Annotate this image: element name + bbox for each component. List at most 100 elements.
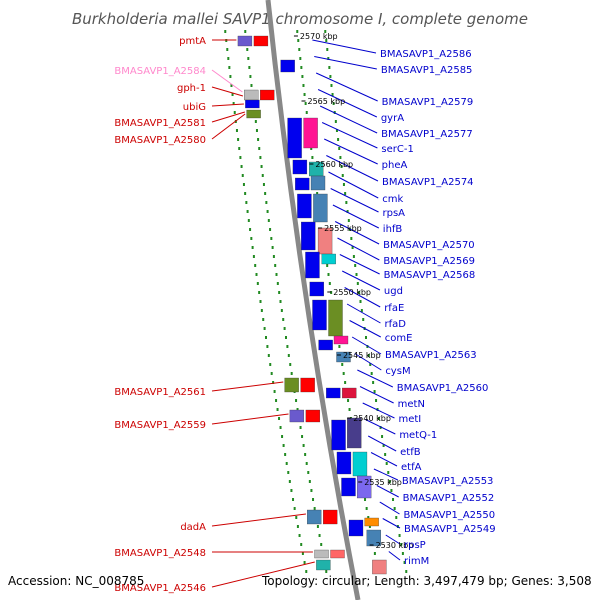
- guide-dot: [301, 435, 304, 438]
- gene-label-left[interactable]: BMASAVP1_A2559: [114, 420, 206, 431]
- gene-label-left[interactable]: BMASAVP1_A2546: [114, 583, 206, 594]
- guide-dot: [266, 345, 269, 348]
- gene-label-right[interactable]: cmk: [382, 194, 403, 205]
- gene-feature: [292, 159, 308, 175]
- guide-dot: [347, 399, 350, 402]
- guide-dot: [360, 309, 363, 312]
- gene-feature: [244, 89, 259, 101]
- guide-dot: [364, 498, 367, 501]
- gene-label-right[interactable]: BMASAVP1_A2586: [380, 49, 472, 60]
- guide-dot: [260, 165, 263, 168]
- gene-label-right[interactable]: BMASAVP1_A2552: [403, 493, 495, 504]
- gene-label-left[interactable]: BMASAVP1_A2581: [114, 118, 206, 129]
- guide-dot: [303, 561, 306, 564]
- guide-dot: [247, 57, 250, 60]
- gene-label-right[interactable]: metI: [398, 414, 421, 425]
- guide-dot: [329, 75, 332, 78]
- gene-label-right[interactable]: BMASAVP1_A2563: [385, 350, 477, 361]
- guide-dot: [347, 219, 350, 222]
- guide-dot: [328, 66, 331, 69]
- guide-dot: [355, 273, 358, 276]
- guide-dot: [267, 219, 270, 222]
- guide-dot: [281, 435, 284, 438]
- guide-dot: [239, 156, 242, 159]
- kbp-tick-label: 2555 kbp: [324, 224, 362, 233]
- guide-dot: [289, 363, 292, 366]
- gene-feature: [333, 335, 349, 345]
- guide-dot: [298, 48, 301, 51]
- gene-label-left[interactable]: BMASAVP1_A2548: [114, 548, 206, 559]
- guide-dot: [249, 75, 252, 78]
- guide-dot: [262, 318, 265, 321]
- guide-dot: [344, 381, 347, 384]
- guide-dot: [272, 255, 275, 258]
- leader-line: [211, 513, 306, 527]
- leader-line: [211, 381, 284, 392]
- guide-dot: [390, 489, 393, 492]
- gene-label-right[interactable]: BMASAVP1_A2585: [381, 65, 473, 76]
- guide-dot: [278, 417, 281, 420]
- leader-line: [211, 69, 243, 93]
- gene-label-right[interactable]: BMASAVP1_A2549: [404, 524, 496, 535]
- gene-label-right[interactable]: etfB: [400, 447, 421, 458]
- gene-label-left[interactable]: gph-1: [177, 83, 206, 94]
- gene-feature: [246, 109, 261, 119]
- gene-label-right[interactable]: rimM: [404, 556, 429, 567]
- guide-dot: [352, 255, 355, 258]
- gene-label-right[interactable]: ugd: [384, 286, 403, 297]
- gene-label-right[interactable]: BMASAVP1_A2577: [381, 129, 473, 140]
- leader-line: [376, 485, 399, 498]
- gene-label-right[interactable]: etfA: [401, 462, 422, 473]
- gene-label-right[interactable]: rfaE: [384, 303, 404, 314]
- guide-dot: [270, 237, 273, 240]
- gene-label-left[interactable]: BMASAVP1_A2580: [114, 135, 206, 146]
- gene-label-left[interactable]: pmtA: [179, 36, 206, 47]
- guide-dot: [292, 498, 295, 501]
- gene-label-right[interactable]: rpsA: [383, 208, 406, 219]
- gene-feature: [331, 419, 346, 451]
- gene-feature: [289, 409, 305, 423]
- gene-label-right[interactable]: BMASAVP1_A2579: [382, 97, 474, 108]
- gene-label-right[interactable]: metQ-1: [399, 430, 437, 441]
- gene-label-right[interactable]: serC-1: [381, 144, 413, 155]
- gene-label-left[interactable]: dadA: [180, 522, 206, 533]
- gene-label-right[interactable]: BMASAVP1_A2553: [402, 476, 494, 487]
- gene-label-right[interactable]: cysM: [385, 366, 410, 377]
- gene-label-right[interactable]: rfaD: [384, 319, 406, 330]
- leader-line: [321, 122, 378, 149]
- gene-label-right[interactable]: comE: [385, 333, 413, 344]
- gene-label-right[interactable]: BMASAVP1_A2574: [382, 177, 474, 188]
- gene-label-right[interactable]: BMASAVP1_A2570: [383, 240, 475, 251]
- gene-label-left[interactable]: ubiG: [183, 102, 206, 113]
- gene-label-left[interactable]: BMASAVP1_A2584: [114, 66, 206, 77]
- kbp-tick-label: 2550 kbp: [333, 288, 371, 297]
- guide-dot: [324, 30, 327, 33]
- gene-label-right[interactable]: pheA: [382, 160, 408, 171]
- gene-label-right[interactable]: rpsP: [404, 540, 426, 551]
- gene-label-left[interactable]: BMASAVP1_A2561: [114, 387, 206, 398]
- guide-dot: [265, 201, 268, 204]
- gene-label-right[interactable]: BMASAVP1_A2568: [384, 270, 476, 281]
- guide-dot: [388, 480, 391, 483]
- guide-dot: [278, 291, 281, 294]
- gene-label-right[interactable]: ihfB: [383, 224, 403, 235]
- gene-label-right[interactable]: metN: [398, 399, 425, 410]
- gene-label-right[interactable]: gyrA: [381, 113, 404, 124]
- gene-feature: [237, 35, 253, 47]
- gene-label-right[interactable]: BMASAVP1_A2569: [383, 256, 475, 267]
- guide-dot: [327, 273, 330, 276]
- guide-dot: [282, 318, 285, 321]
- guide-dot: [298, 534, 301, 537]
- gene-feature: [342, 387, 357, 399]
- gene-feature: [297, 193, 312, 219]
- leader-line: [373, 468, 399, 481]
- kbp-tick-label: 2535 kbp: [364, 478, 402, 487]
- guide-dot: [279, 426, 282, 429]
- gene-label-right[interactable]: BMASAVP1_A2560: [397, 383, 489, 394]
- leader-line: [211, 561, 315, 588]
- gene-label-right[interactable]: BMASAVP1_A2550: [404, 510, 496, 521]
- guide-dot: [338, 147, 341, 150]
- guide-dot: [403, 561, 406, 564]
- guide-dot: [287, 354, 290, 357]
